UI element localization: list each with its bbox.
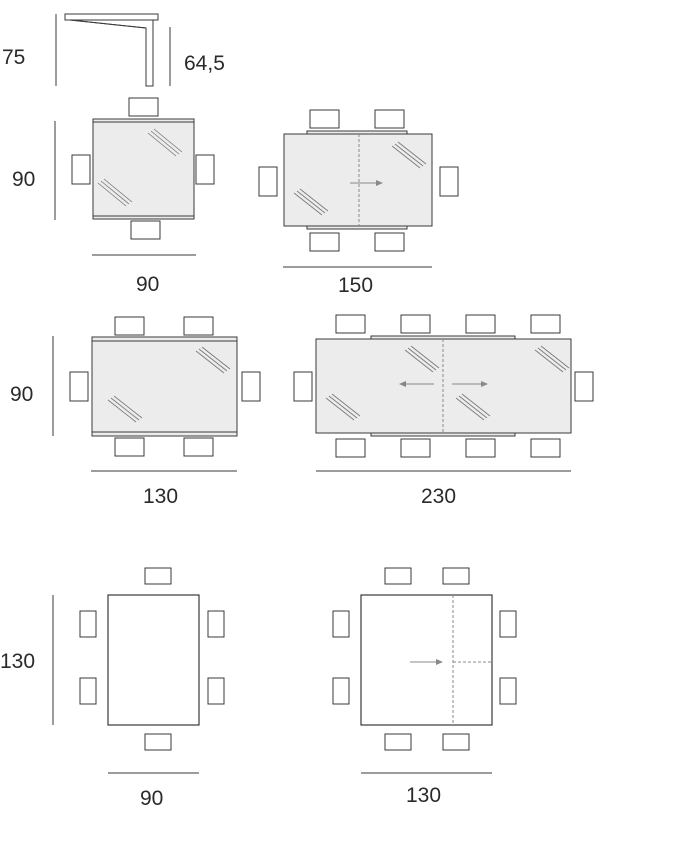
chair (374, 232, 405, 252)
chair (207, 677, 225, 705)
extend-right-arrow-icon (452, 381, 488, 387)
glass-top (283, 133, 433, 227)
profile-leg (69, 19, 154, 87)
chair (144, 567, 172, 585)
chair (207, 610, 225, 638)
chair (499, 610, 517, 638)
chair (114, 437, 145, 457)
width-label-plain-90: 90 (140, 787, 163, 810)
glass-reflection (97, 128, 183, 207)
chair (335, 314, 366, 334)
chair (183, 437, 214, 457)
chair (293, 371, 313, 402)
chair (71, 154, 91, 185)
glass-reflection (325, 345, 570, 421)
chair (69, 371, 89, 402)
chair (499, 677, 517, 705)
chair (374, 109, 405, 129)
chair (335, 438, 366, 458)
chair (574, 371, 594, 402)
chair (128, 97, 159, 117)
table-top (360, 594, 493, 726)
extend-left-arrow-icon (399, 381, 434, 387)
table-extended-230 (293, 314, 594, 472)
chair (400, 438, 431, 458)
table-plain-90x130 (52, 567, 225, 774)
glass-reflection (293, 141, 427, 216)
height-table-label: 64,5 (184, 52, 225, 75)
height-total-label: 75 (2, 46, 25, 69)
table-square-90 (54, 97, 215, 256)
extend-arrow-icon (410, 659, 443, 665)
extend-arrow-icon (350, 180, 383, 186)
chair (183, 316, 214, 336)
width-label-plain-130: 130 (406, 784, 441, 807)
chair (241, 371, 261, 402)
chair (530, 438, 561, 458)
profile-tabletop (64, 13, 159, 21)
width-label-230: 230 (421, 485, 456, 508)
glass-reflection (107, 346, 231, 423)
chair (530, 314, 561, 334)
chair (79, 610, 97, 638)
chair (195, 154, 215, 185)
table-top (107, 594, 200, 726)
chair (309, 232, 340, 252)
width-label-130: 130 (143, 485, 178, 508)
chair (309, 109, 340, 129)
depth-label-row2: 90 (10, 383, 33, 406)
chair (258, 166, 278, 197)
depth-label-row3: 130 (0, 650, 35, 673)
width-label-90: 90 (136, 273, 159, 296)
chair (384, 567, 412, 585)
chair (439, 166, 459, 197)
chair (442, 733, 470, 751)
table-fixed-130 (52, 316, 261, 472)
width-label-150: 150 (338, 274, 373, 297)
table-extended-150 (258, 109, 459, 268)
glass-top (91, 336, 238, 437)
chair (114, 316, 145, 336)
chair (465, 438, 496, 458)
chair (400, 314, 431, 334)
chair (144, 733, 172, 751)
side-profile (55, 13, 171, 87)
depth-label-row1: 90 (12, 168, 35, 191)
glass-top (92, 118, 195, 220)
chair (442, 567, 470, 585)
chair (79, 677, 97, 705)
chair (384, 733, 412, 751)
chair (465, 314, 496, 334)
table-plain-extended-130 (332, 567, 517, 774)
chair (332, 677, 350, 705)
chair (332, 610, 350, 638)
chair (130, 220, 161, 240)
